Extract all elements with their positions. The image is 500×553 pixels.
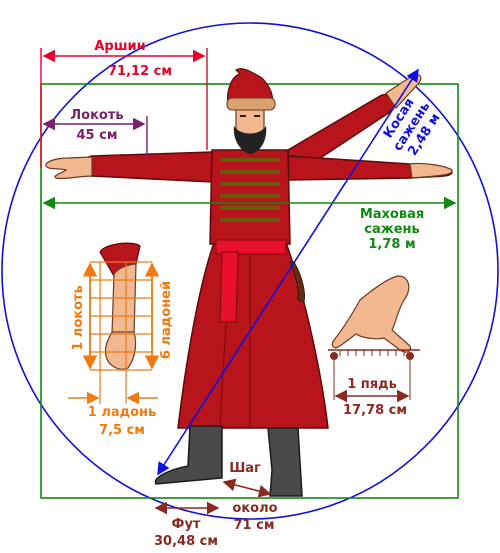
makhovaya-label-1: Маховая: [360, 207, 424, 222]
lokot-label: Локоть: [70, 108, 123, 123]
one-lokot-label: 1 локоть: [71, 285, 86, 351]
vitruvian-circle: [1, 22, 499, 520]
ladon-grid: [90, 261, 152, 404]
right-boot: [267, 427, 303, 497]
forearm-skin: [111, 263, 137, 335]
hat-brim: [226, 97, 276, 111]
left-arm: [83, 151, 213, 183]
pyad-value: 17,78 см: [343, 403, 407, 418]
fut-label: Фут: [172, 517, 201, 532]
coat-skirt: [177, 239, 329, 429]
six-ladoney-label: 6 ладоней: [159, 281, 174, 359]
one-ladon-label: 1 ладонь: [88, 405, 157, 420]
shag-value: 71 см: [234, 518, 275, 533]
forearm-hand: [104, 331, 137, 370]
makhovaya-label-2: сажень: [364, 222, 419, 237]
fut-value: 30,48 см: [154, 534, 218, 548]
arshin-value: 71,12 см: [108, 64, 172, 79]
arshin-label: Аршин: [94, 39, 145, 54]
lokot-value: 45 см: [77, 128, 118, 143]
shag-label-2: около: [232, 501, 277, 516]
makhovaya-value: 1,78 м: [368, 237, 415, 252]
pyad-label: 1 пядь: [347, 377, 397, 392]
left-boot: [154, 425, 223, 485]
pyad-hand: [331, 275, 411, 353]
kosaya-arrow: [157, 68, 419, 476]
shag-arrow: [222, 478, 272, 498]
ladon-value: 7,5 см: [99, 423, 145, 438]
shag-label: Шаг: [229, 461, 261, 476]
pyad-hand-illustration: [331, 275, 411, 353]
pyad-ruler-ticks: [339, 350, 405, 356]
left-hand: [45, 156, 93, 180]
pyad-mark-left: [330, 352, 338, 360]
pyad-mark-right: [406, 352, 414, 360]
